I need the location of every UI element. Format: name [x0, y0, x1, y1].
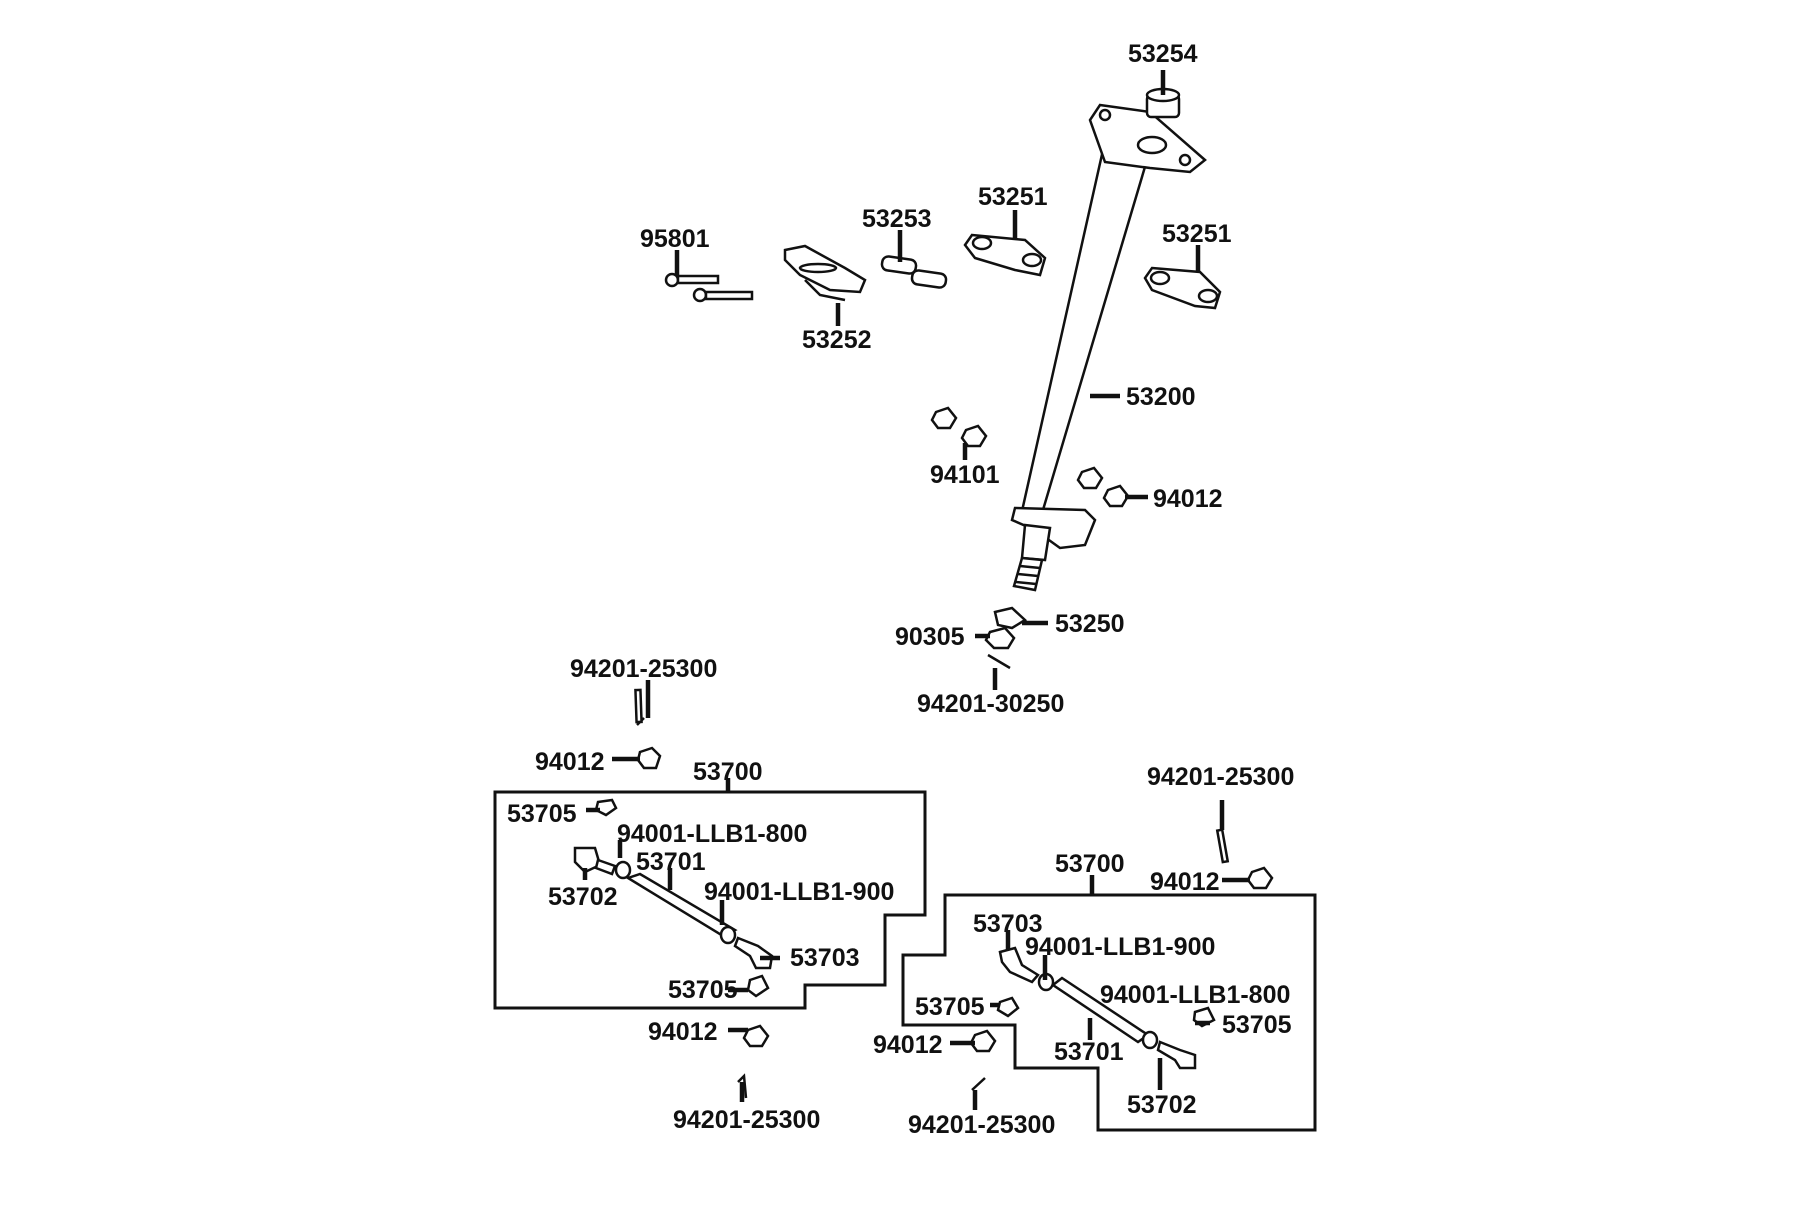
label-right-53700: 53700: [1055, 850, 1125, 878]
label-53251-left: 53251: [978, 183, 1048, 211]
part-94101-nuts: [930, 406, 988, 448]
label-90305: 90305: [895, 623, 965, 651]
label-95801: 95801: [640, 225, 710, 253]
steering-shaft: [1010, 103, 1207, 592]
right-tie-rod: [969, 828, 1274, 1091]
label-94101: 94101: [930, 461, 1000, 489]
part-90305-nut: [984, 626, 1016, 650]
part-53251-clamp-left: [963, 233, 1047, 277]
label-53254: 53254: [1128, 40, 1198, 68]
label-right-94012-bot: 94012: [873, 1031, 943, 1059]
label-left-94012-bot: 94012: [648, 1018, 718, 1046]
label-right-53701: 53701: [1054, 1038, 1124, 1066]
label-53251-right: 53251: [1162, 220, 1232, 248]
part-95801-bolts: [664, 272, 754, 303]
part-53251-clamp-right: [1143, 266, 1222, 310]
label-right-53705-left: 53705: [915, 993, 985, 1021]
right-assembly-frame: [901, 893, 1317, 1132]
part-94201-30250-pin: [987, 653, 1011, 670]
label-right-94001-800: 94001-LLB1-800: [1100, 981, 1291, 1009]
label-right-94001-900: 94001-LLB1-900: [1025, 933, 1216, 961]
label-right-94012-top: 94012: [1150, 868, 1220, 896]
label-left-53705-top: 53705: [507, 800, 577, 828]
label-left-94001-800: 94001-LLB1-800: [617, 820, 808, 848]
label-right-94201-bot: 94201-25300: [908, 1111, 1056, 1139]
label-right-53703: 53703: [973, 910, 1043, 938]
label-left-53701: 53701: [636, 848, 706, 876]
label-94201-30250: 94201-30250: [917, 690, 1065, 718]
part-94012-nuts: [1076, 466, 1130, 508]
label-left-53700: 53700: [693, 758, 763, 786]
part-53252-plate: [783, 244, 867, 302]
leader-lines-top: [674, 70, 1201, 690]
label-right-53702: 53702: [1127, 1091, 1197, 1119]
label-right-94201-top: 94201-25300: [1147, 763, 1295, 791]
label-left-94201-bot: 94201-25300: [673, 1106, 821, 1134]
label-left-94001-900: 94001-LLB1-900: [704, 878, 895, 906]
label-left-53702: 53702: [548, 883, 618, 911]
label-53253: 53253: [862, 205, 932, 233]
label-right-53705-right: 53705: [1222, 1011, 1292, 1039]
label-53200: 53200: [1126, 383, 1196, 411]
label-53252: 53252: [802, 326, 872, 354]
left-assembly-frame: [493, 790, 927, 1010]
label-left-94201-top: 94201-25300: [570, 655, 718, 683]
part-53253-bushings: [880, 255, 948, 289]
label-left-94012-top: 94012: [535, 748, 605, 776]
label-left-53705-bot: 53705: [668, 976, 738, 1004]
left-tie-rod: [573, 688, 774, 1099]
label-53250: 53250: [1055, 610, 1125, 638]
label-94012-top: 94012: [1153, 485, 1223, 513]
leader-lines-right: [950, 800, 1250, 1110]
part-53250-washer: [993, 606, 1028, 630]
leader-lines-left: [582, 680, 780, 1102]
label-left-53703: 53703: [790, 944, 860, 972]
